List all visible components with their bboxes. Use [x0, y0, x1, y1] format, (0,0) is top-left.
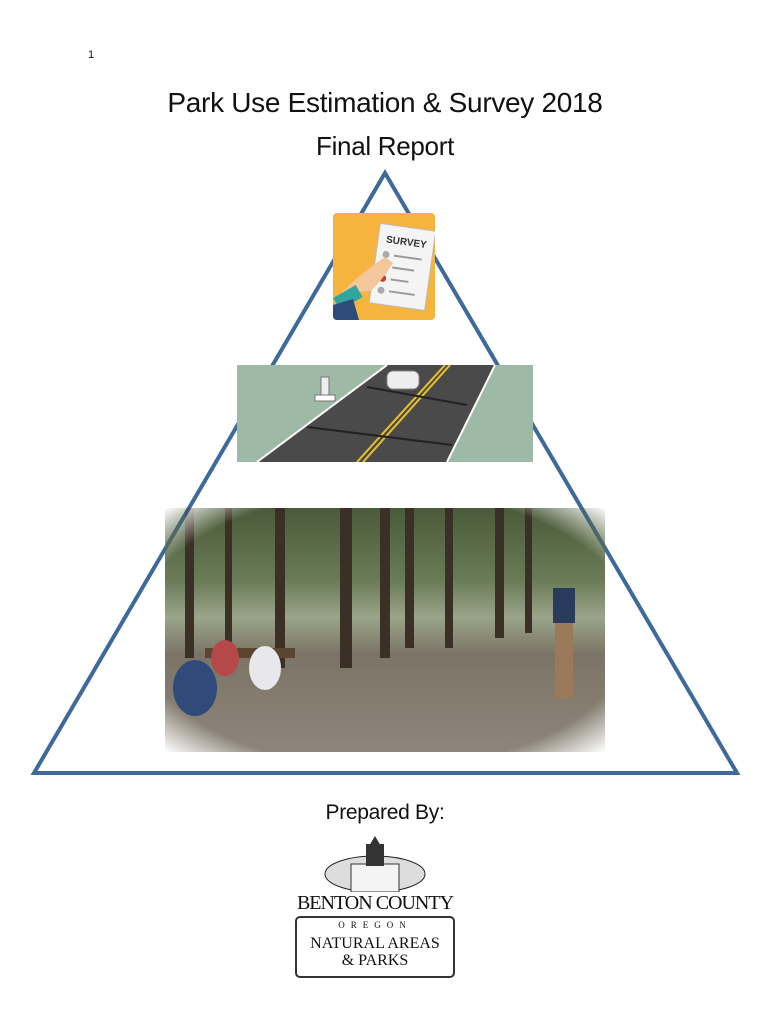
courthouse-emblem-icon: [324, 836, 426, 892]
prepared-by-label: Prepared By:: [325, 801, 445, 824]
logo-line1: NATURAL AREAS: [310, 935, 440, 952]
road-counter-illustration: [237, 365, 533, 462]
logo-county-text: BENTON COUNTY: [296, 892, 454, 914]
report-title: Park Use Estimation & Survey 2018: [167, 87, 603, 118]
logo-state-text: OREGON: [338, 920, 412, 930]
logo-frame: [295, 916, 455, 978]
logo-line2: & PARKS: [341, 952, 409, 969]
benton-county-parks-logo: BENTON COUNTY OREGON NATURAL AREAS & PAR…: [285, 836, 485, 986]
report-subtitle: Final Report: [315, 131, 455, 161]
park-meeting-photo: [165, 508, 605, 752]
logo-subtitle: NATURAL AREAS & PARKS: [285, 935, 465, 969]
survey-illustration: SURVEY: [333, 213, 435, 320]
page-number: 1: [88, 49, 95, 61]
